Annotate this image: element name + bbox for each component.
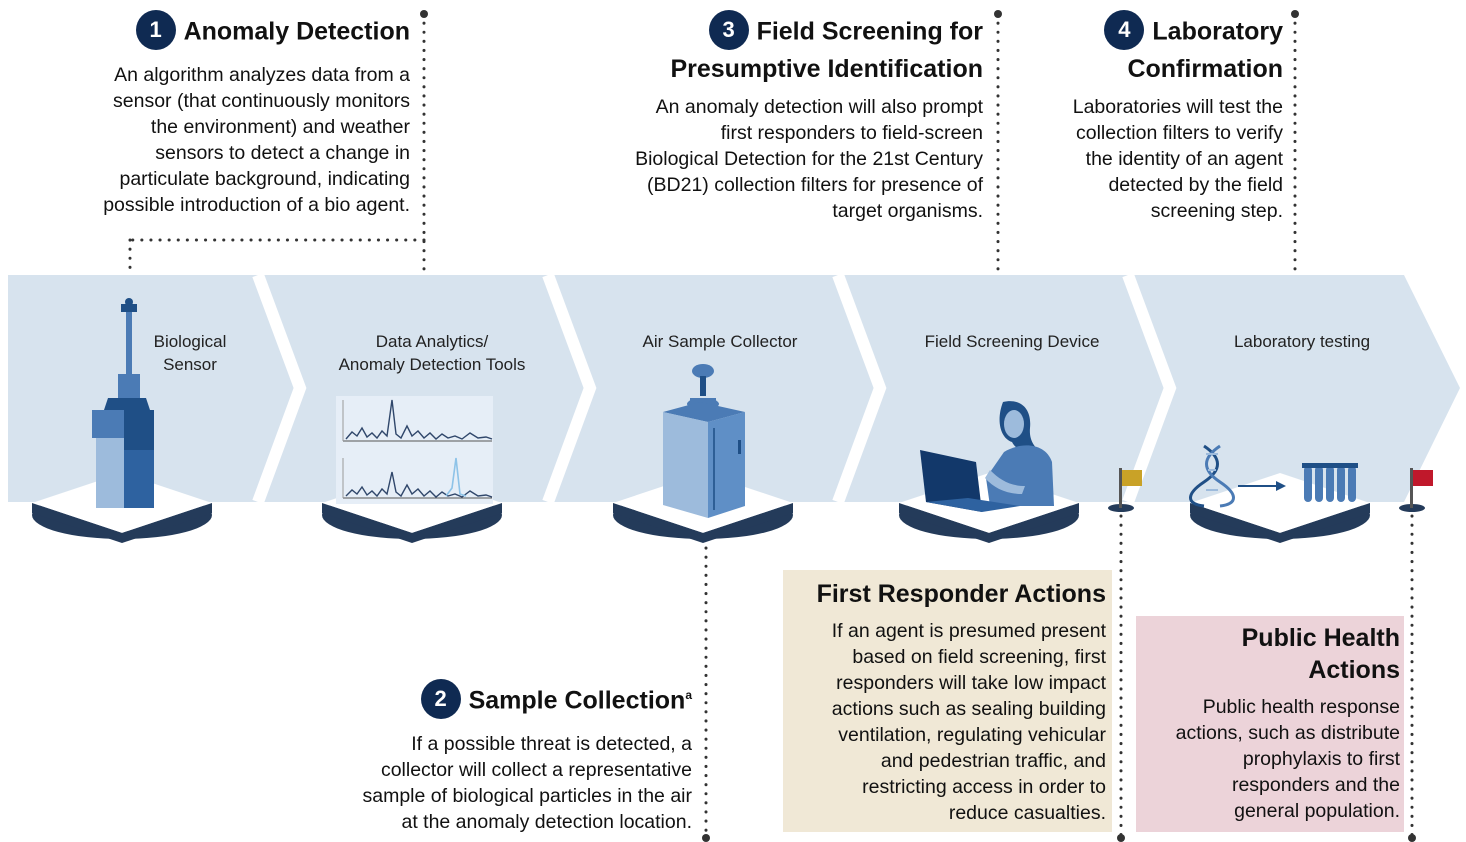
first-responder-body-line: restricting access in order to [862, 776, 1106, 798]
step-3-body-line: (BD21) collection filters for presence o… [647, 174, 983, 196]
public-health-actions: Public Health Actions Public health resp… [1176, 622, 1400, 824]
first-responder-body-line: If an agent is presumed present [831, 620, 1106, 642]
step-1-body-line: the environment) and weather [150, 116, 410, 138]
station-label-line: Air Sample Collector [642, 332, 798, 351]
step-4-body-line: screening step. [1150, 200, 1283, 222]
step-4-title-line: Laboratory [1152, 17, 1283, 46]
step-2-body-line: collector will collect a representative [380, 758, 692, 781]
anomaly-chart-icon [336, 396, 493, 504]
first-responder-body-line: actions such as sealing building [831, 698, 1106, 720]
step-2-body-line: If a possible threat is detected, a [411, 732, 692, 755]
step-4-body-line: the identity of an agent [1085, 148, 1283, 170]
step-3-body-line: An anomaly detection will also prompt [655, 96, 983, 118]
public-health-title-line: Actions [1308, 656, 1400, 684]
public-health-body-line: responders and the [1231, 774, 1400, 796]
station-label-line: Biological [153, 332, 227, 351]
step-3-body-line: Biological Detection for the 21st Centur… [635, 148, 983, 170]
step-1-body-line: possible introduction of a bio agent. [103, 194, 410, 216]
process-chevron-band [8, 272, 1460, 505]
step-number-badge: 3 [708, 10, 749, 50]
first-responder-body-line: ventilation, regulating vehicular [838, 724, 1106, 746]
step-4-body-line: detected by the field [1108, 174, 1283, 196]
step-number-badge: 4 [1104, 10, 1145, 50]
first-responder-title: First Responder Actions [816, 580, 1106, 608]
step-4-body-line: Laboratories will test the [1072, 96, 1283, 118]
public-health-actions-box [1136, 616, 1404, 832]
public-health-title-line: Public Health [1241, 624, 1400, 652]
step-number-badge: 1 [135, 10, 176, 50]
public-health-body-line: general population. [1234, 800, 1400, 822]
step-1-body-line: sensor (that continuously monitors [113, 90, 410, 112]
station-label-line: Laboratory testing [1233, 332, 1371, 351]
person-laptop-icon [920, 401, 1054, 512]
step-3-title-line: Field Screening for [756, 17, 983, 46]
first-responder-body-line: and pedestrian traffic, and [880, 750, 1106, 772]
first-responder-flag-icon [1108, 468, 1142, 512]
station-label-line: Sensor [163, 355, 217, 374]
dna-test-tubes-icon [1189, 444, 1358, 508]
step-1-title: Anomaly Detection [183, 17, 410, 46]
step-4-title-line: Confirmation [1127, 55, 1283, 83]
footnote-marker: a [685, 688, 692, 702]
chevron-5 [1128, 275, 1460, 502]
step-2-body-line: sample of biological particles in the ai… [362, 784, 692, 807]
step-2-body-line: at the anomaly detection location. [401, 810, 692, 833]
first-responder-actions-box [783, 570, 1112, 832]
step-1-body-line: An algorithm analyzes data from a [114, 64, 410, 86]
first-responder-body-line: responders will take low impact [836, 672, 1106, 694]
step-2-title: Sample Collection [468, 686, 686, 715]
station-label-field-screening-device: Field Screening Device [900, 330, 1124, 353]
step-3-title-line: Presumptive Identification [670, 55, 983, 83]
first-responder-actions: First Responder Actions If an agent is p… [817, 578, 1106, 826]
step-number-badge: 2 [420, 678, 461, 719]
step-4-body-line: collection filters to verify [1076, 122, 1283, 144]
station-label-line: Field Screening Device [924, 332, 1100, 351]
public-health-body-line: Public health response [1202, 696, 1400, 718]
biological-sensor-icon [92, 298, 154, 508]
first-responder-body-line: based on field screening, first [852, 646, 1106, 668]
station-label-line: Anomaly Detection Tools [338, 355, 526, 374]
public-health-body-line: prophylaxis to first [1242, 748, 1400, 770]
dotted-connectors [128, 12, 1414, 840]
step-1-body-line: sensors to detect a change in [155, 142, 410, 164]
step-3-body-line: first responders to field-screen [720, 122, 983, 144]
air-sample-collector-icon [663, 364, 745, 518]
step-3-body-line: target organisms. [832, 200, 983, 222]
chevron-1 [8, 275, 300, 502]
chevron-3 [548, 275, 880, 502]
public-health-body-line: actions, such as distribute [1175, 722, 1400, 744]
public-health-flag-icon [1399, 468, 1433, 512]
station-label-line: Data Analytics/ [375, 332, 489, 351]
station-label-air-sample-collector: Air Sample Collector [610, 330, 830, 353]
station-label-data-analytics: Data Analytics/ Anomaly Detection Tools [312, 330, 552, 376]
station-label-laboratory-testing: Laboratory testing [1200, 330, 1404, 353]
chevron-4 [838, 275, 1170, 502]
step-1-body-line: particulate background, indicating [119, 168, 410, 190]
station-label-biological-sensor: Biological Sensor [120, 330, 260, 376]
first-responder-body-line: reduce casualties. [948, 802, 1106, 824]
